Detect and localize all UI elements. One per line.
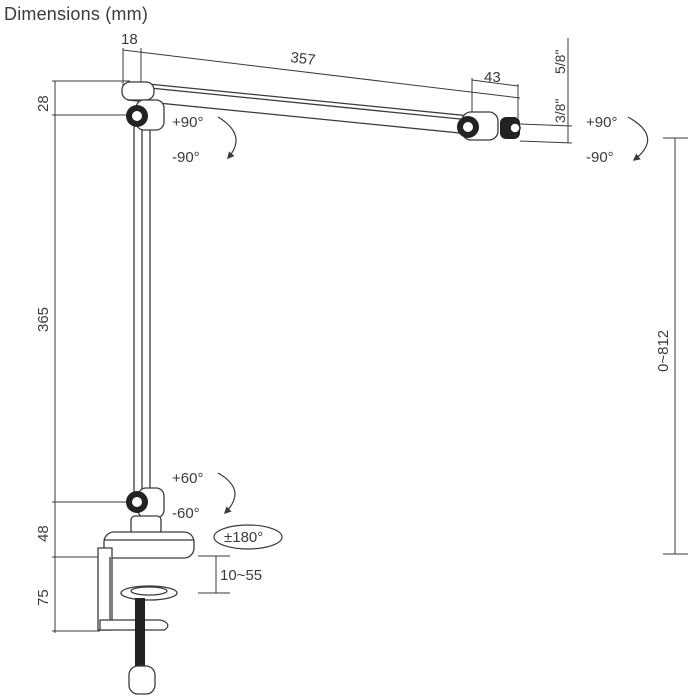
dim-top-offset: 18: [121, 31, 138, 48]
dim-arm-length: 357: [290, 49, 317, 69]
dim-thread-small: 3/8": [552, 99, 568, 123]
rot-head-down: -90°: [586, 149, 614, 166]
dim-clamp-range: 10~55: [220, 567, 262, 584]
dim-height-range: 0~812: [655, 330, 672, 372]
rot-top-joint-down: -90°: [172, 149, 200, 166]
rot-head-up: +90°: [586, 114, 617, 131]
head-joint: [457, 111, 521, 141]
rot-base-swivel: ±180°: [224, 529, 263, 546]
dimension-lines: [52, 38, 688, 633]
dim-head-offset: 43: [484, 69, 501, 86]
top-joint: [126, 99, 165, 131]
bottom-joint: [126, 487, 165, 535]
rot-bottom-joint-up: +60°: [172, 470, 203, 487]
rot-bottom-joint-down: -60°: [172, 505, 200, 522]
top-joint-rotation-arrow-icon: [217, 116, 237, 160]
diagram-title: Dimensions (mm): [4, 4, 149, 24]
rot-top-joint-up: +90°: [172, 114, 203, 131]
dim-bottom-joint-height: 48: [35, 525, 52, 542]
head-rotation-arrow-icon: [627, 116, 649, 161]
rotation-arrows: [213, 116, 649, 550]
desk-clamp: [97, 531, 195, 695]
dim-thread-large: 5/8": [552, 50, 568, 74]
vertical-pole: [133, 119, 151, 499]
dim-pole-length: 365: [35, 307, 52, 332]
dim-top-joint-height: 28: [35, 95, 52, 112]
dim-clamp-height: 75: [35, 589, 52, 606]
bottom-joint-rotation-arrow-icon: [217, 472, 236, 515]
swivel-rotation-arrow-icon: [213, 524, 283, 550]
